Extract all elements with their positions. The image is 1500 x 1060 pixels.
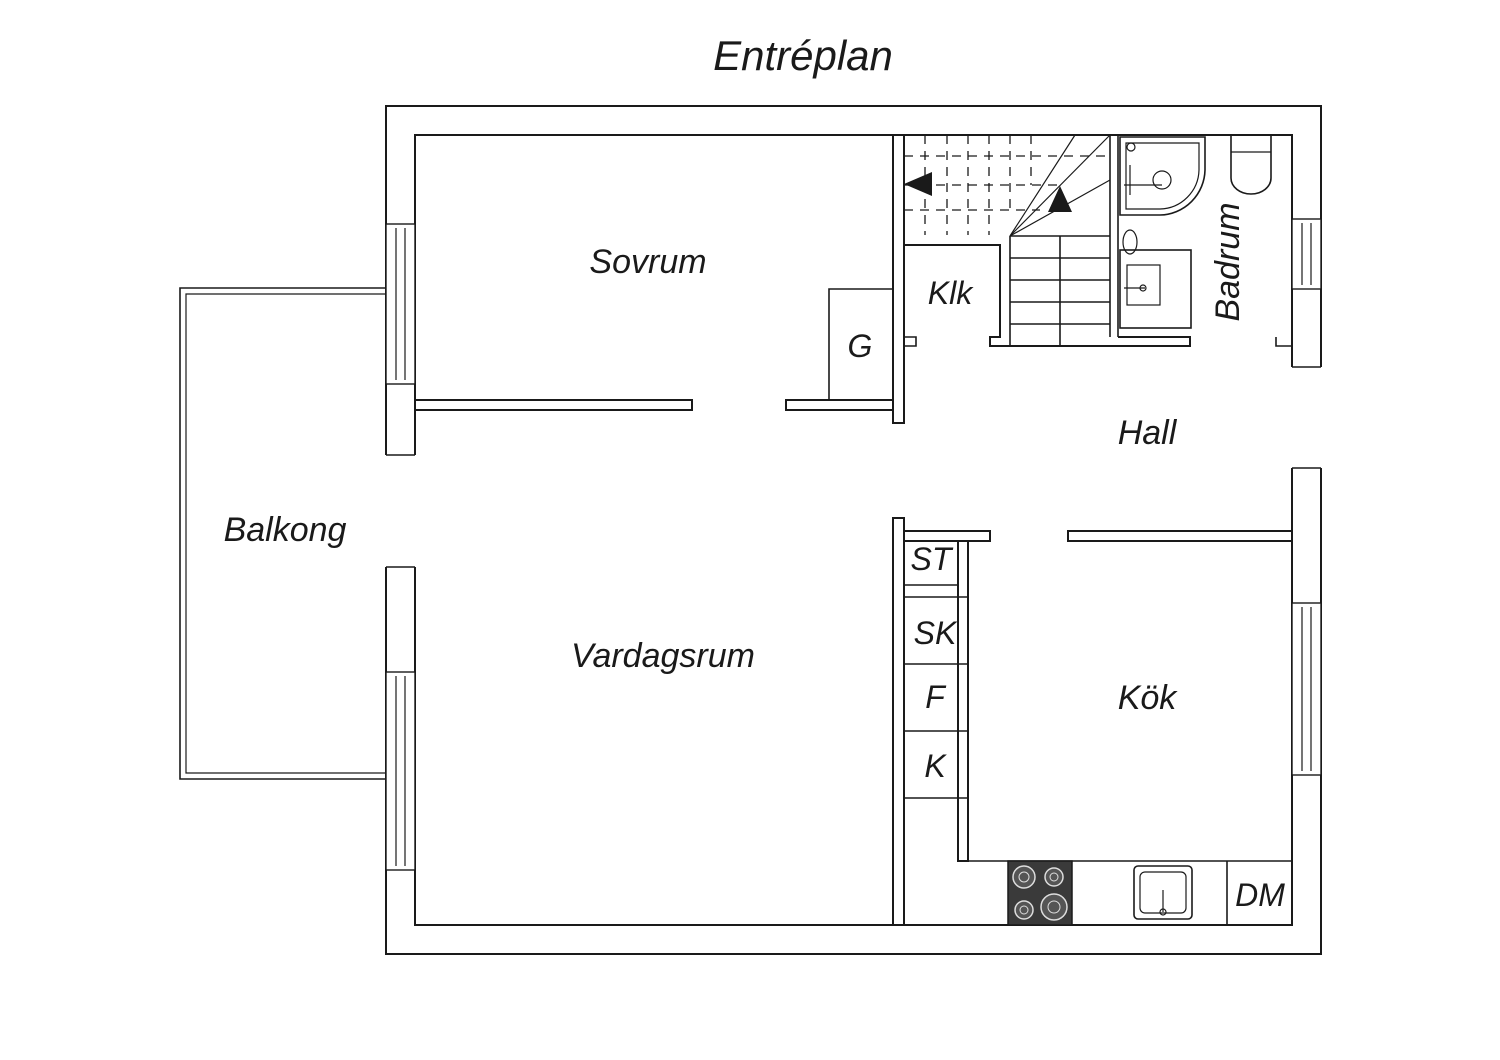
room-label-badrum: Badrum: [1209, 202, 1247, 321]
stairs-arrow-icon: [1048, 186, 1072, 212]
room-label-klk: Klk: [928, 275, 974, 311]
windows: [385, 218, 1322, 871]
room-label-balkong: Balkong: [224, 511, 347, 549]
kitchen-sink-icon: [1133, 865, 1193, 920]
room-label-kok: Kök: [1118, 679, 1179, 717]
room-label-vardagsrum: Vardagsrum: [571, 637, 755, 675]
interior-walls: [414, 134, 1293, 926]
plan-title: Entréplan: [713, 32, 893, 79]
toilet-icon: [1230, 135, 1272, 195]
balcony: [179, 287, 386, 780]
stairs-arrow-icon: [904, 172, 932, 196]
room-label-sovrum: Sovrum: [589, 243, 706, 281]
room-label-g: G: [848, 328, 873, 364]
balcony-door-opening: [384, 454, 417, 568]
room-label-hall: Hall: [1118, 414, 1178, 452]
shower-icon: [1119, 136, 1206, 216]
storage-label-f: F: [925, 679, 947, 715]
storage-label-sk: SK: [914, 615, 958, 651]
entrance-opening: [1290, 366, 1323, 469]
storage-label-st: ST: [911, 541, 954, 577]
appliance-label-dm: DM: [1235, 877, 1285, 913]
storage-label-k: K: [924, 748, 947, 784]
washbasin-icon: [1119, 229, 1192, 329]
stove-icon: [1007, 860, 1073, 926]
staircase: [904, 134, 1111, 346]
